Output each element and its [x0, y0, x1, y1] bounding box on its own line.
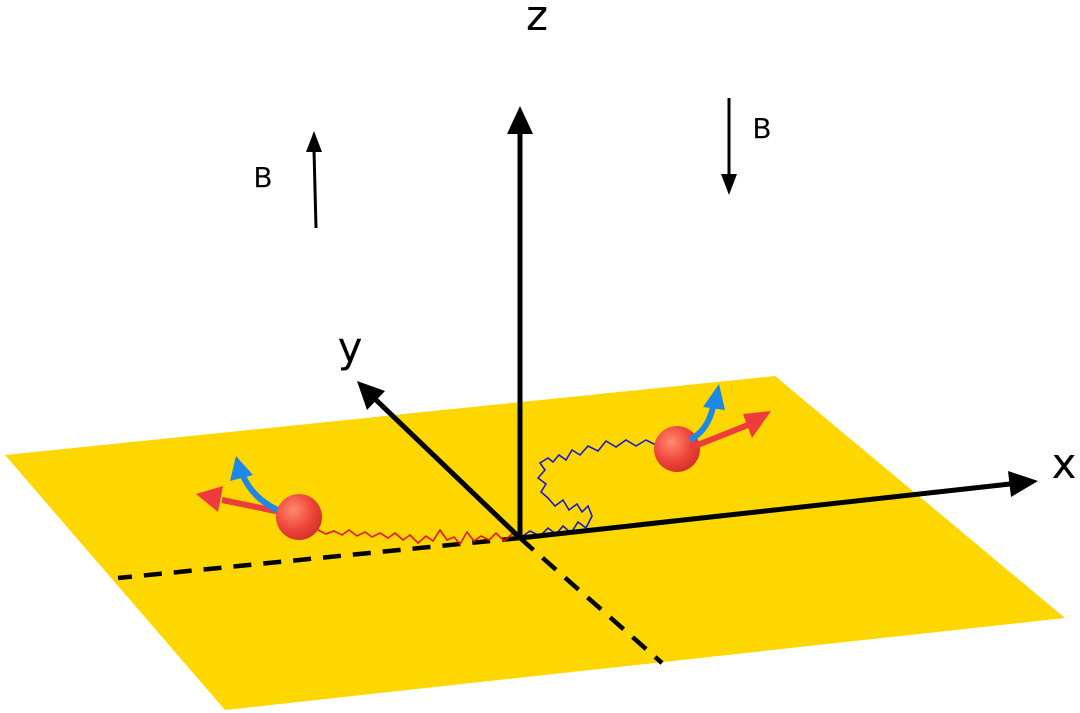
left-field-arrowhead — [306, 131, 322, 152]
right-spin-arrow — [688, 406, 716, 443]
right-field-arrowhead — [721, 174, 737, 195]
plane — [5, 376, 1065, 710]
z-axis-label: z — [526, 0, 548, 40]
left-spin-arrowhead — [230, 456, 253, 481]
x-axis — [519, 481, 1011, 541]
right-spin-arrowhead — [703, 384, 725, 410]
left-velocity-arrowhead — [196, 486, 223, 512]
right-particle — [654, 426, 700, 472]
neg-x-axis-dashed — [117, 535, 521, 581]
y-arrowhead — [357, 381, 385, 410]
neg-y-axis-dashed — [518, 536, 664, 665]
right-velocity-arrow — [688, 422, 750, 451]
y-axis — [373, 397, 522, 540]
left-trajectory — [317, 528, 521, 546]
z-arrowhead — [507, 106, 533, 134]
left-field-arrow — [312, 149, 318, 229]
left-particle — [276, 494, 322, 540]
right-field-label: B — [752, 112, 771, 145]
y-axis-label: y — [338, 323, 363, 372]
right-velocity-arrowhead — [743, 411, 771, 438]
left-field-label: B — [253, 161, 272, 194]
x-arrowhead — [1008, 471, 1038, 497]
x-axis-label: x — [1052, 439, 1077, 488]
